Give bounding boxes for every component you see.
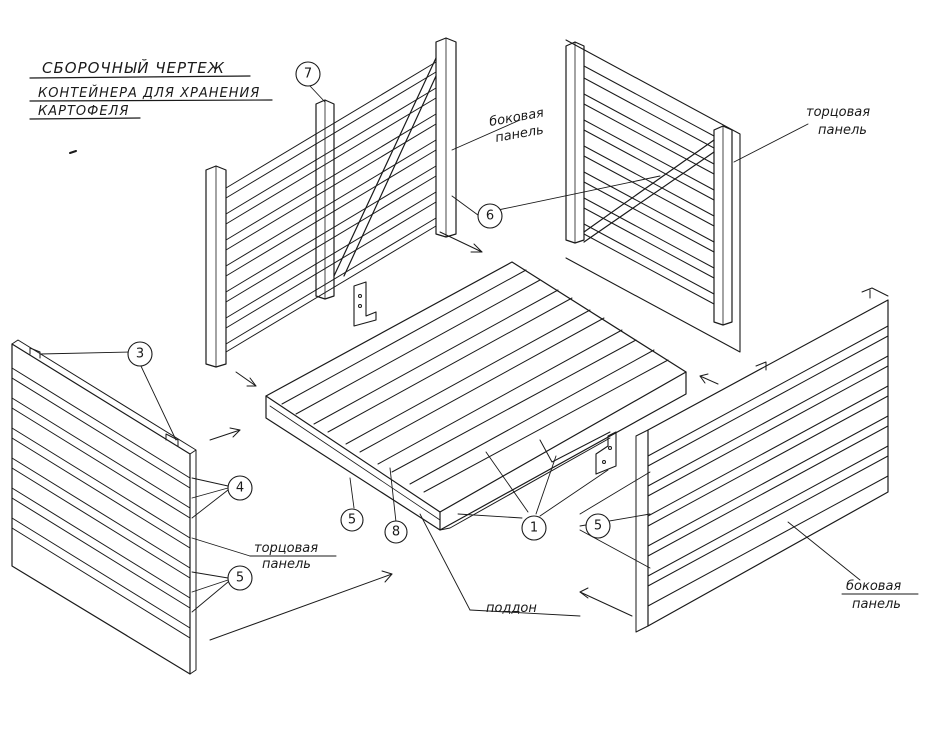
end-panel-top-label-2: панель <box>818 123 867 138</box>
leader-lines <box>39 85 861 617</box>
side-panel-right-label-1: боковая <box>846 579 901 594</box>
bracket-top <box>353 281 377 327</box>
label-end-panel-top: торцовая панель <box>806 105 870 138</box>
end-panel-top-right <box>565 39 741 353</box>
callout-1-number: 1 <box>530 521 538 536</box>
drawing-title: СБОРОЧНЫЙ ЧЕРТЕЖ КОНТЕЙНЕРА ДЛЯ ХРАНЕНИЯ… <box>29 58 273 154</box>
label-end-panel-left: торцовая панель <box>249 541 337 572</box>
callout-5-bottom: 5 <box>340 508 364 532</box>
pallet-label: поддон <box>486 601 537 616</box>
callout-8: 8 <box>384 520 408 544</box>
callout-5-right-number: 5 <box>594 519 602 534</box>
callout-7-number: 7 <box>304 67 312 82</box>
pallet <box>265 261 687 531</box>
callout-6: 6 <box>477 203 503 229</box>
side-panel-top-left <box>205 37 457 368</box>
side-panel-bottom-right <box>635 287 889 633</box>
title-line-3: КАРТОФЕЛЯ <box>38 104 129 119</box>
callout-5-left-number: 5 <box>236 571 244 586</box>
bracket-bottom <box>595 431 617 475</box>
title-line-2: КОНТЕЙНЕРА ДЛЯ ХРАНЕНИЯ <box>38 85 260 101</box>
callout-5-bottom-number: 5 <box>348 513 356 528</box>
callout-8-number: 8 <box>392 525 400 540</box>
callout-4-number: 4 <box>236 481 244 496</box>
callout-6-number: 6 <box>486 209 494 224</box>
label-pallet: поддон <box>486 601 537 616</box>
callout-4: 4 <box>227 475 253 501</box>
callout-3: 3 <box>127 341 153 367</box>
title-line-1: СБОРОЧНЫЙ ЧЕРТЕЖ <box>42 58 225 77</box>
callout-5-left: 5 <box>227 565 253 591</box>
callout-3-number: 3 <box>136 347 144 362</box>
callout-5-right: 5 <box>585 513 611 539</box>
end-panel-top-label-1: торцовая <box>806 105 870 120</box>
label-side-panel-right: боковая панель <box>841 579 919 612</box>
label-side-panel-top: боковая панель <box>488 106 545 146</box>
end-panel-bottom-left <box>11 339 197 675</box>
end-panel-left-label-2: панель <box>262 557 311 572</box>
callout-1: 1 <box>521 515 547 541</box>
callout-7: 7 <box>295 61 321 87</box>
end-panel-left-label-1: торцовая <box>254 541 318 556</box>
side-panel-right-label-2: панель <box>852 597 901 612</box>
assembly-arrows <box>209 231 719 641</box>
